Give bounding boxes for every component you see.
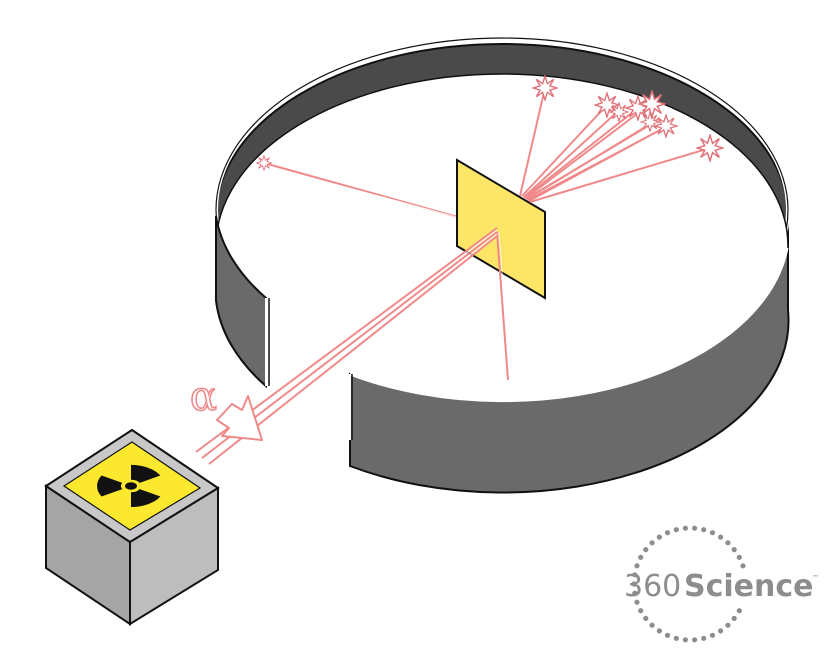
logo-dot	[664, 632, 671, 638]
radioactive-source	[44, 428, 220, 626]
logo-dot	[731, 547, 737, 553]
logo-dot	[673, 635, 679, 641]
scattered-rays-fan	[519, 87, 711, 203]
logo-dot	[740, 563, 746, 569]
logo-dot	[709, 530, 716, 536]
logo-dot	[634, 563, 640, 569]
flash-icon	[696, 134, 724, 162]
logo-dot	[701, 527, 707, 533]
gold-foil	[456, 158, 546, 300]
flash-icon	[638, 90, 666, 118]
logo-dot	[682, 637, 689, 643]
logo-dot	[632, 590, 638, 596]
flash-icon	[256, 155, 272, 171]
logo-dot	[634, 599, 640, 605]
logo-dot	[638, 554, 644, 560]
logo-dot	[673, 527, 679, 533]
alpha-symbol: α	[190, 374, 217, 420]
logo-dot	[656, 628, 663, 634]
logo-dot	[631, 581, 637, 587]
logo-dot	[656, 534, 663, 540]
logo-dot	[643, 615, 649, 622]
logo-dot	[632, 572, 638, 578]
logo-dot	[664, 530, 671, 536]
detector-wall-left-end	[215, 215, 353, 440]
flash-icon	[609, 102, 629, 122]
scattered-ray-down	[496, 231, 511, 381]
logo-dot	[638, 608, 644, 614]
logo-dot	[692, 525, 698, 531]
logo-dot	[643, 547, 649, 553]
logo-dot	[718, 534, 724, 540]
radiation-icon	[97, 464, 161, 508]
logo-dot	[649, 540, 655, 546]
360science-logo: 360 Science ™	[624, 525, 819, 643]
logo-dot	[718, 628, 724, 634]
flash-icon	[640, 112, 660, 132]
logo-dot	[692, 637, 698, 643]
logo-dot	[736, 554, 742, 560]
logo-dot	[725, 540, 731, 546]
logo-dot	[682, 525, 689, 531]
arrow-icon	[216, 395, 263, 441]
logo-trademark: ™	[812, 574, 819, 582]
logo-dot	[649, 622, 655, 628]
logo-dot	[725, 622, 731, 628]
logo-dot	[701, 635, 707, 641]
logo-dot-ring	[631, 525, 746, 643]
logo-number: 360	[624, 569, 681, 604]
logo-dot	[709, 632, 716, 638]
flash-icon	[654, 114, 678, 138]
flash-icon	[532, 75, 558, 101]
logo-dot	[731, 615, 737, 622]
logo-dot	[736, 608, 742, 614]
logo-word: Science	[684, 569, 814, 604]
